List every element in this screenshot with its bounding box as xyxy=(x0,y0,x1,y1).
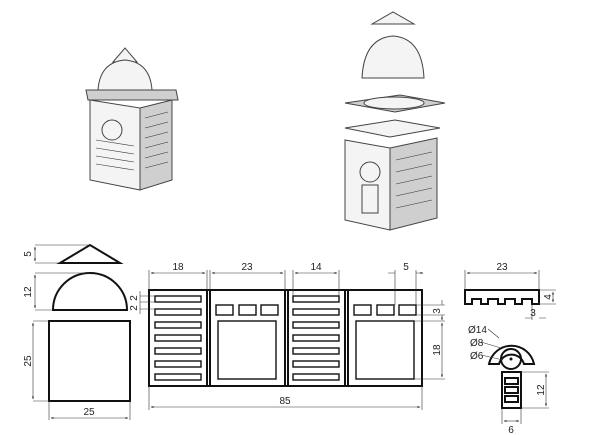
roof-front-view: 5 xyxy=(23,243,124,264)
assembled-tower-render xyxy=(85,47,179,191)
dim-slat-spacing-b: 2 xyxy=(129,305,140,311)
dim-small-window-height: 3 xyxy=(432,308,443,314)
dim-crown-notch: 3 xyxy=(530,308,536,319)
dim-arch-inner-dia: Ø6 xyxy=(470,351,484,362)
dim-door-height: 12 xyxy=(536,384,547,396)
unfolded-walls-view: 18 23 14 5 85 2 2 3 18 xyxy=(129,262,445,410)
dim-total-length: 85 xyxy=(279,396,291,407)
dim-panel-slats-width: 18 xyxy=(172,262,184,273)
dim-window-height: 18 xyxy=(432,344,443,356)
dim-small-window-width: 5 xyxy=(403,262,409,273)
dim-roof-height: 5 xyxy=(23,251,34,257)
dim-slat-spacing-a: 2 xyxy=(129,295,140,301)
exploded-tower-render xyxy=(344,11,446,231)
crown-part-view: 23 4 3 xyxy=(464,262,556,320)
dim-panel-window-width: 23 xyxy=(241,262,253,273)
arch-door-view: Ø14 Ø8 Ø6 12 6 xyxy=(468,325,549,435)
dim-arch-mid-dia: Ø8 xyxy=(470,338,484,349)
dim-dome-height: 12 xyxy=(23,286,34,298)
dim-door-width: 6 xyxy=(508,425,514,435)
dim-body-width: 25 xyxy=(83,407,95,418)
dim-crown-height: 4 xyxy=(543,294,554,300)
dim-panel-inner-width: 14 xyxy=(310,262,322,273)
dome-front-view: 12 xyxy=(23,272,129,311)
body-front-view: 25 25 xyxy=(23,320,131,420)
dim-body-height: 25 xyxy=(23,355,34,367)
dim-crown-width: 23 xyxy=(496,262,508,273)
dim-arch-outer-dia: Ø14 xyxy=(468,325,487,336)
